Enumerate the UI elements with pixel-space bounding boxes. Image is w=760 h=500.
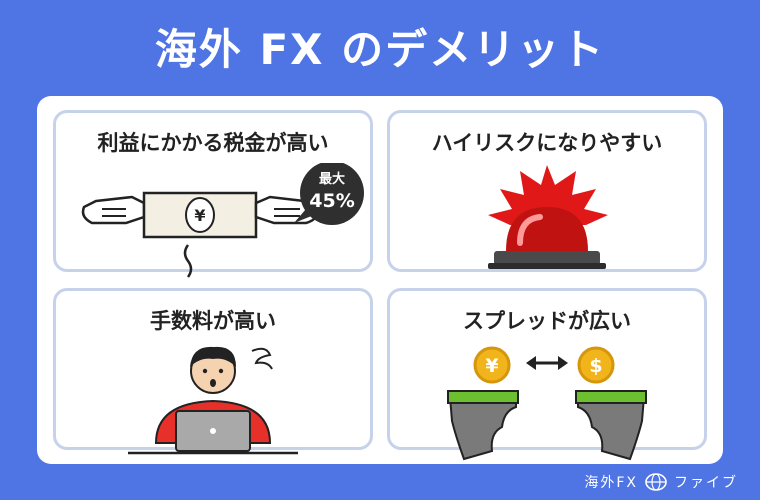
card-tax-heading: 利益にかかる税金が高い (97, 131, 329, 155)
cliff-icon-right (575, 390, 647, 461)
card-spread-heading: スプレッドが広い (463, 309, 631, 333)
double-arrow-icon (526, 356, 568, 370)
spread-illustration: ¥ $ (447, 346, 647, 461)
brand-left-text: 海外FX (584, 475, 638, 491)
bubble-label-top: 最大 (319, 171, 345, 187)
banknote-icon: ¥ (142, 191, 258, 239)
page-title: 海外 FX のデメリット (154, 24, 606, 74)
card-tax: 利益にかかる税金が高い ¥ 最大 45% (53, 110, 373, 278)
coin-left-symbol: ¥ (485, 355, 498, 377)
swirl-icon (251, 347, 273, 370)
content-panel: 利益にかかる税金が高い ¥ 最大 45% (37, 96, 723, 464)
card-risk: ハイリスクになりやすい (387, 110, 707, 272)
card-fees-heading: 手数料が高い (150, 309, 276, 333)
speech-bubble-icon: 最大 45% (294, 163, 364, 225)
hand-icon-left (81, 195, 146, 225)
coin-right-symbol: $ (589, 355, 602, 377)
alarm-light-icon (488, 165, 608, 269)
coin-icon-yen: ¥ (473, 346, 511, 384)
card-spread: スプレッドが広い ¥ $ (387, 288, 707, 461)
card-risk-heading: ハイリスクになりやすい (431, 131, 663, 155)
yen-symbol: ¥ (194, 206, 205, 225)
string-icon (183, 244, 193, 278)
brand-logo: 海外FX ファイブ (584, 472, 738, 492)
brand-right-text: ファイブ (674, 475, 738, 491)
globe-icon (645, 473, 667, 491)
coin-icon-dollar: $ (577, 346, 615, 384)
person-laptop-icon (128, 346, 298, 455)
bubble-label-bottom: 45% (309, 190, 354, 212)
cliff-icon-left (447, 390, 519, 461)
card-fees: 手数料が高い (53, 288, 373, 455)
tax-illustration: ¥ 最大 45% (81, 163, 364, 278)
